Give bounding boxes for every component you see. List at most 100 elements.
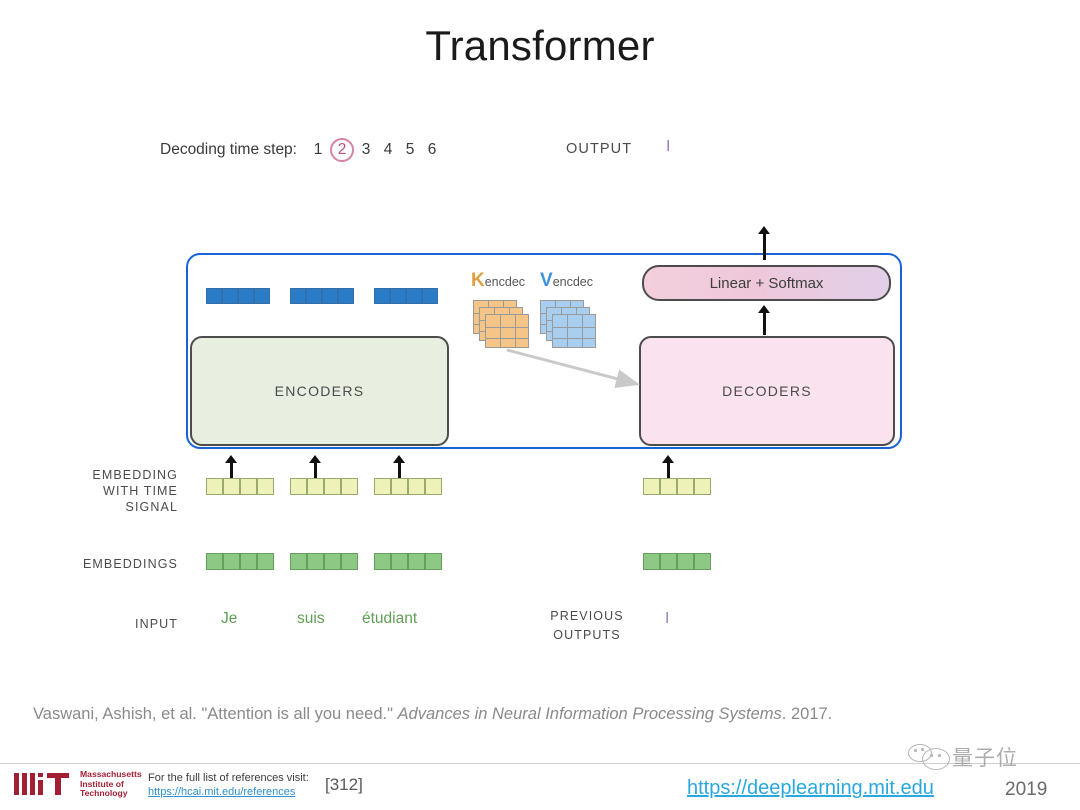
vector-cell [374,553,391,570]
decoder-to-linear-arrow-icon [758,305,770,335]
v-encdec-label: Vencdec [540,270,593,292]
mit-wordmark: Massachusetts Institute of Technology [80,769,142,799]
decoding-step-5[interactable]: 5 [405,141,415,158]
embedding-with-time-signal-label: EMBEDDING WITH TIME SIGNAL [60,467,178,515]
vector-cell [240,478,257,495]
vector-cell [240,553,257,570]
matrix-card [485,314,529,348]
time-signal-vector-2 [290,478,358,495]
decoders-block[interactable]: DECODERS [639,336,895,446]
embedding-arrow-icon-1 [225,455,237,481]
embedding-vector-1 [206,553,274,570]
vector-cell [307,553,324,570]
input-token-3: étudiant [362,610,418,627]
embedding-arrow-icon-3 [393,455,405,481]
encoder-output-vector-3 [374,288,438,304]
footer-divider [0,763,1080,764]
citation-suffix: . 2017. [781,705,833,723]
vector-cell [390,288,406,304]
year-label: 2019 [1005,779,1048,800]
embedding-arrow-icon-decoder [662,455,674,481]
vector-cell [425,478,442,495]
mit-line-3: Technology [80,788,128,799]
references-text: For the full list of references visit: [148,772,309,784]
previous-output-token: I [665,610,670,627]
course-site-link[interactable]: https://deeplearning.mit.edu [687,777,934,799]
input-token-2: suis [297,610,325,627]
linear-softmax-block[interactable]: Linear + Softmax [642,265,891,301]
decoding-step-2-active[interactable]: 2 [330,138,354,162]
vector-cell [206,478,223,495]
encoder-output-vector-2 [290,288,354,304]
embeddings-label: EMBEDDINGS [82,557,178,571]
time-signal-vector-3 [374,478,442,495]
vector-cell [694,553,711,570]
v-subscript: encdec [552,275,593,289]
vector-cell [425,553,442,570]
reference-number: [312] [325,775,363,794]
wechat-bubble-large-icon [922,748,950,770]
vector-cell [643,553,660,570]
vector-cell [306,288,322,304]
vector-cell [391,478,408,495]
previous-outputs-label: PREVIOUS OUTPUTS [520,607,654,645]
embedding-vector-decoder [643,553,711,570]
vector-cell [406,288,422,304]
vector-cell [290,288,306,304]
output-token: I [666,138,671,155]
vector-cell [257,478,274,495]
vector-cell [341,478,358,495]
embedding-vector-2 [290,553,358,570]
v-encdec-matrix-stack [540,300,596,350]
encoder-output-vector-1 [206,288,270,304]
vector-cell [341,553,358,570]
vector-cell [257,553,274,570]
input-label: INPUT [135,617,178,631]
embedding-arrow-icon-2 [309,455,321,481]
label-line: EMBEDDING [92,468,178,482]
vector-cell [408,553,425,570]
vector-cell [677,478,694,495]
vector-cell [694,478,711,495]
decoding-step-6[interactable]: 6 [427,141,437,158]
decoding-time-step-row: Decoding time step: 1 2 3 4 5 6 [160,138,443,162]
output-arrow-icon [758,226,770,260]
vector-cell [374,478,391,495]
qbitai-watermark: 量子位 [908,744,1038,774]
decoding-time-step-label: Decoding time step: [160,141,297,158]
watermark-text: 量子位 [952,746,1018,770]
vector-cell [206,288,222,304]
matrix-card [552,314,596,348]
vector-cell [408,478,425,495]
vector-cell [422,288,438,304]
output-label: OUTPUT [566,141,633,157]
label-line: SIGNAL [125,500,178,514]
label-line: OUTPUTS [553,628,621,642]
time-signal-vector-1 [206,478,274,495]
mit-line-2: Institute of [80,778,124,789]
input-token-1: Je [221,610,238,627]
references-link[interactable]: https://hcai.mit.edu/references [148,786,296,798]
decoding-step-1[interactable]: 1 [313,141,323,158]
vector-cell [290,478,307,495]
decoding-step-3[interactable]: 3 [361,141,371,158]
vector-cell [206,553,223,570]
vector-cell [324,478,341,495]
vector-cell [238,288,254,304]
citation: Vaswani, Ashish, et al. "Attention is al… [33,705,1053,724]
vector-cell [222,288,238,304]
vector-cell [660,478,677,495]
page-title: Transformer [425,22,655,69]
vector-cell [254,288,270,304]
encoders-block[interactable]: ENCODERS [190,336,449,446]
vector-cell [223,553,240,570]
vector-cell [391,553,408,570]
vector-cell [307,478,324,495]
embedding-vector-3 [374,553,442,570]
mit-line-1: Massachusetts [80,769,142,779]
vector-cell [322,288,338,304]
label-line: WITH TIME [103,484,178,498]
decoding-step-4[interactable]: 4 [383,141,393,158]
citation-prefix: Vaswani, Ashish, et al. "Attention is al… [33,705,398,723]
v-symbol: V [540,270,553,291]
